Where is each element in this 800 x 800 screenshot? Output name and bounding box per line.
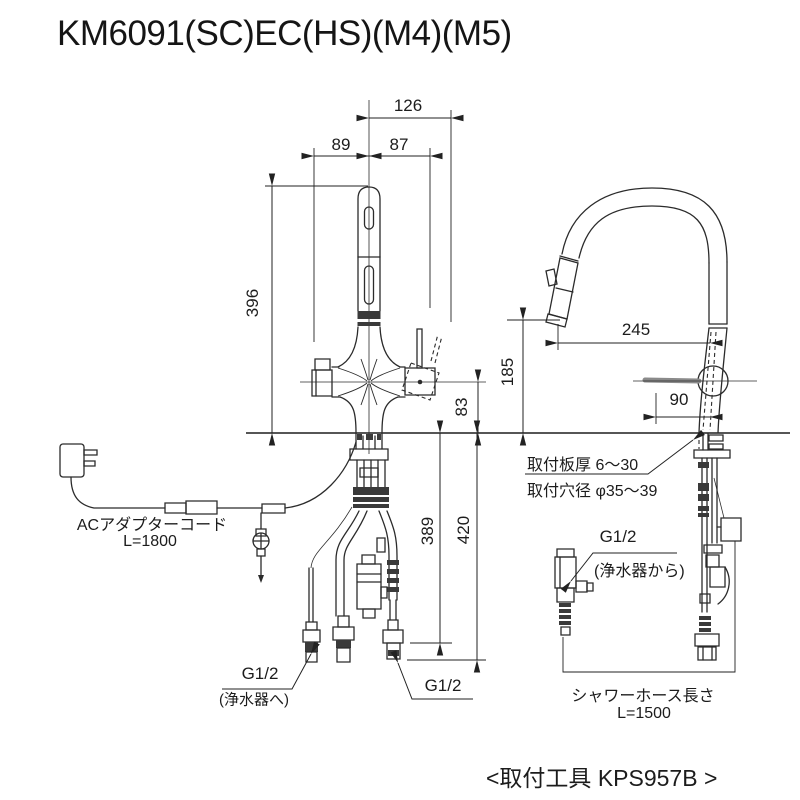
front-under-counter xyxy=(303,433,403,662)
purifier-fitting-left xyxy=(303,622,320,662)
ac-plug-body xyxy=(60,444,84,477)
single-lever-handle xyxy=(402,329,442,400)
label-outlet-left-note: (浄水器へ) xyxy=(219,691,289,709)
label-inlet-note: (浄水器から) xyxy=(594,563,685,580)
dim-reach-left: 89 xyxy=(331,135,351,154)
purifier-inlet-elbow xyxy=(555,549,593,635)
label-mount-hole: 取付穴径 φ35〜39 xyxy=(527,483,658,500)
label-hose-length-value: L=1500 xyxy=(617,705,671,722)
dim-handle-height-83: 83 xyxy=(452,397,471,417)
shower-hose-bracket xyxy=(563,541,735,672)
control-unit xyxy=(357,538,387,618)
label-ac-adapter: ACアダプターコード xyxy=(76,517,228,534)
sensor-cable xyxy=(285,442,356,508)
dim-total-width: 126 xyxy=(393,96,423,115)
label-ac-length: L=1800 xyxy=(123,533,177,550)
sensor-window-lower xyxy=(365,266,374,304)
purifier-spout xyxy=(312,359,332,396)
label-mount-thickness: 取付板厚 6〜30 xyxy=(527,457,639,474)
label-hose-length: シャワーホース長さ xyxy=(571,688,715,705)
leader-outlet-left-g12 xyxy=(222,641,320,689)
supply-fitting-right xyxy=(383,620,403,659)
label-outlet-right-g12: G1/2 xyxy=(424,676,462,695)
side-view-drawing xyxy=(546,188,757,672)
pullout-spray-head xyxy=(546,258,578,327)
label-outlet-left-g12: G1/2 xyxy=(241,664,279,683)
handle-rotated-outline xyxy=(402,363,439,400)
dim-handle-offset-90: 90 xyxy=(669,390,689,409)
dim-389: 389 xyxy=(418,516,437,546)
dim-reach-245: 245 xyxy=(621,320,651,339)
dim-420: 420 xyxy=(454,515,473,545)
leader-outlet-right-g12 xyxy=(390,650,473,699)
ac-adapter-drawing xyxy=(60,442,356,583)
dim-reach-right: 87 xyxy=(389,135,409,154)
dim-height-396: 396 xyxy=(243,288,262,318)
sensor-window-upper xyxy=(365,207,374,229)
gooseneck-inner xyxy=(579,206,709,263)
page-title: KM6091(SC)EC(HS)(M4)(M5) xyxy=(57,14,512,53)
label-inlet-g12: G1/2 xyxy=(599,527,637,546)
label-tool: <取付工具 KPS957B > xyxy=(486,765,718,791)
hose-outlet-box xyxy=(721,518,741,541)
hot-cold-fitting-middle xyxy=(333,616,354,662)
front-view-drawing xyxy=(300,100,486,662)
leader-inlet-g12 xyxy=(560,553,677,593)
gooseneck-outer xyxy=(562,188,727,262)
mounting-flange xyxy=(694,450,730,458)
mounting-nut xyxy=(350,449,388,460)
dim-outlet-height-185: 185 xyxy=(498,357,517,387)
dimension-annotations xyxy=(222,110,723,699)
leader-mounting xyxy=(525,429,705,474)
side-under-counter xyxy=(694,433,741,660)
